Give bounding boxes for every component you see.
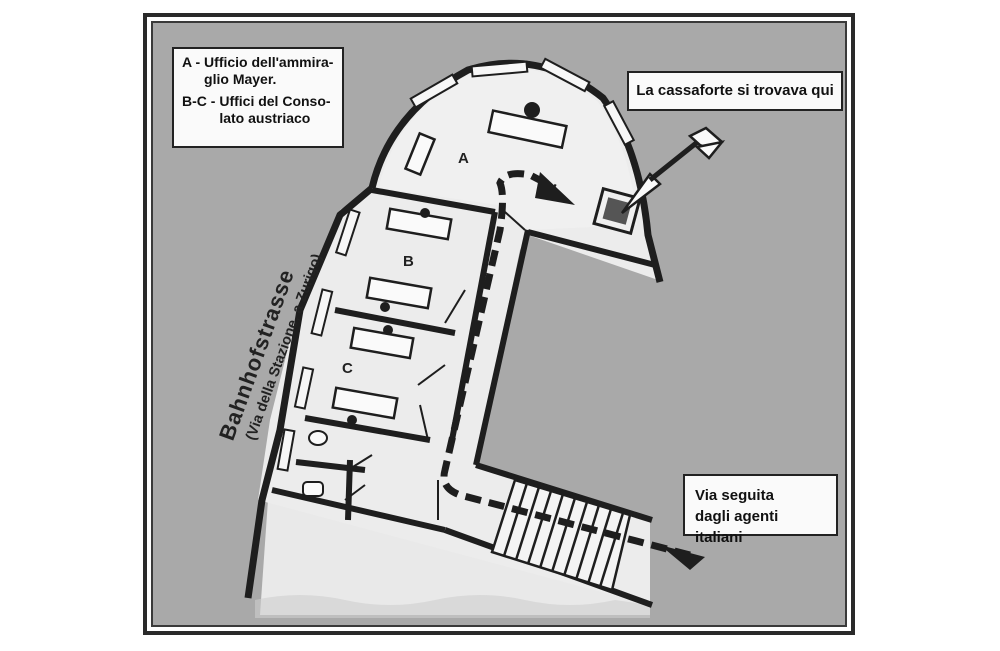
desk-c-top: [349, 326, 415, 360]
agents-route: [440, 170, 691, 559]
desk-a-side: [403, 131, 437, 177]
room-label-b: B: [403, 253, 414, 270]
desks: [331, 109, 568, 420]
door-swings: [344, 211, 526, 520]
fixtures: [302, 430, 328, 497]
sink: [308, 430, 328, 446]
windows-street: [276, 208, 361, 472]
bottom-wave: [255, 595, 650, 618]
toilet: [302, 481, 324, 497]
office-a-floor: [380, 68, 637, 230]
safe-callout: La cassaforte si trovava qui: [627, 71, 843, 111]
desk-a-main: [487, 109, 568, 150]
chairs: [347, 102, 540, 425]
legend-entry-bc: B-C - Uffici del Conso- lato austriaco: [182, 93, 334, 126]
room-label-c: C: [342, 360, 353, 377]
desk-c-bottom: [331, 386, 399, 420]
safe-icon: [592, 186, 642, 236]
outer-wall-street: [244, 185, 375, 599]
windows-curved: [409, 57, 636, 147]
staircase: [490, 478, 632, 592]
legend-key-a: A -: [182, 54, 205, 70]
room-label-a: A: [458, 150, 469, 167]
safe-arrow-icon: [620, 126, 726, 214]
legend-entry-a: A - Ufficio dell'ammira- glio Mayer.: [182, 54, 334, 87]
route-tail-icon: [660, 545, 705, 570]
legend-text-bc: Uffici del Conso- lato austriaco: [219, 93, 331, 126]
route-callout: Via seguita dagli agenti italiani: [683, 474, 838, 546]
legend-box: A - Ufficio dell'ammira- glio Mayer. B-C…: [172, 47, 344, 148]
route-arrowhead-icon: [535, 172, 575, 205]
courtyard-area: [260, 500, 650, 615]
legend-text-a: Ufficio dell'ammira- glio Mayer.: [204, 54, 334, 87]
desk-b-bottom: [365, 276, 433, 310]
legend-key-bc: B-C -: [182, 93, 220, 109]
